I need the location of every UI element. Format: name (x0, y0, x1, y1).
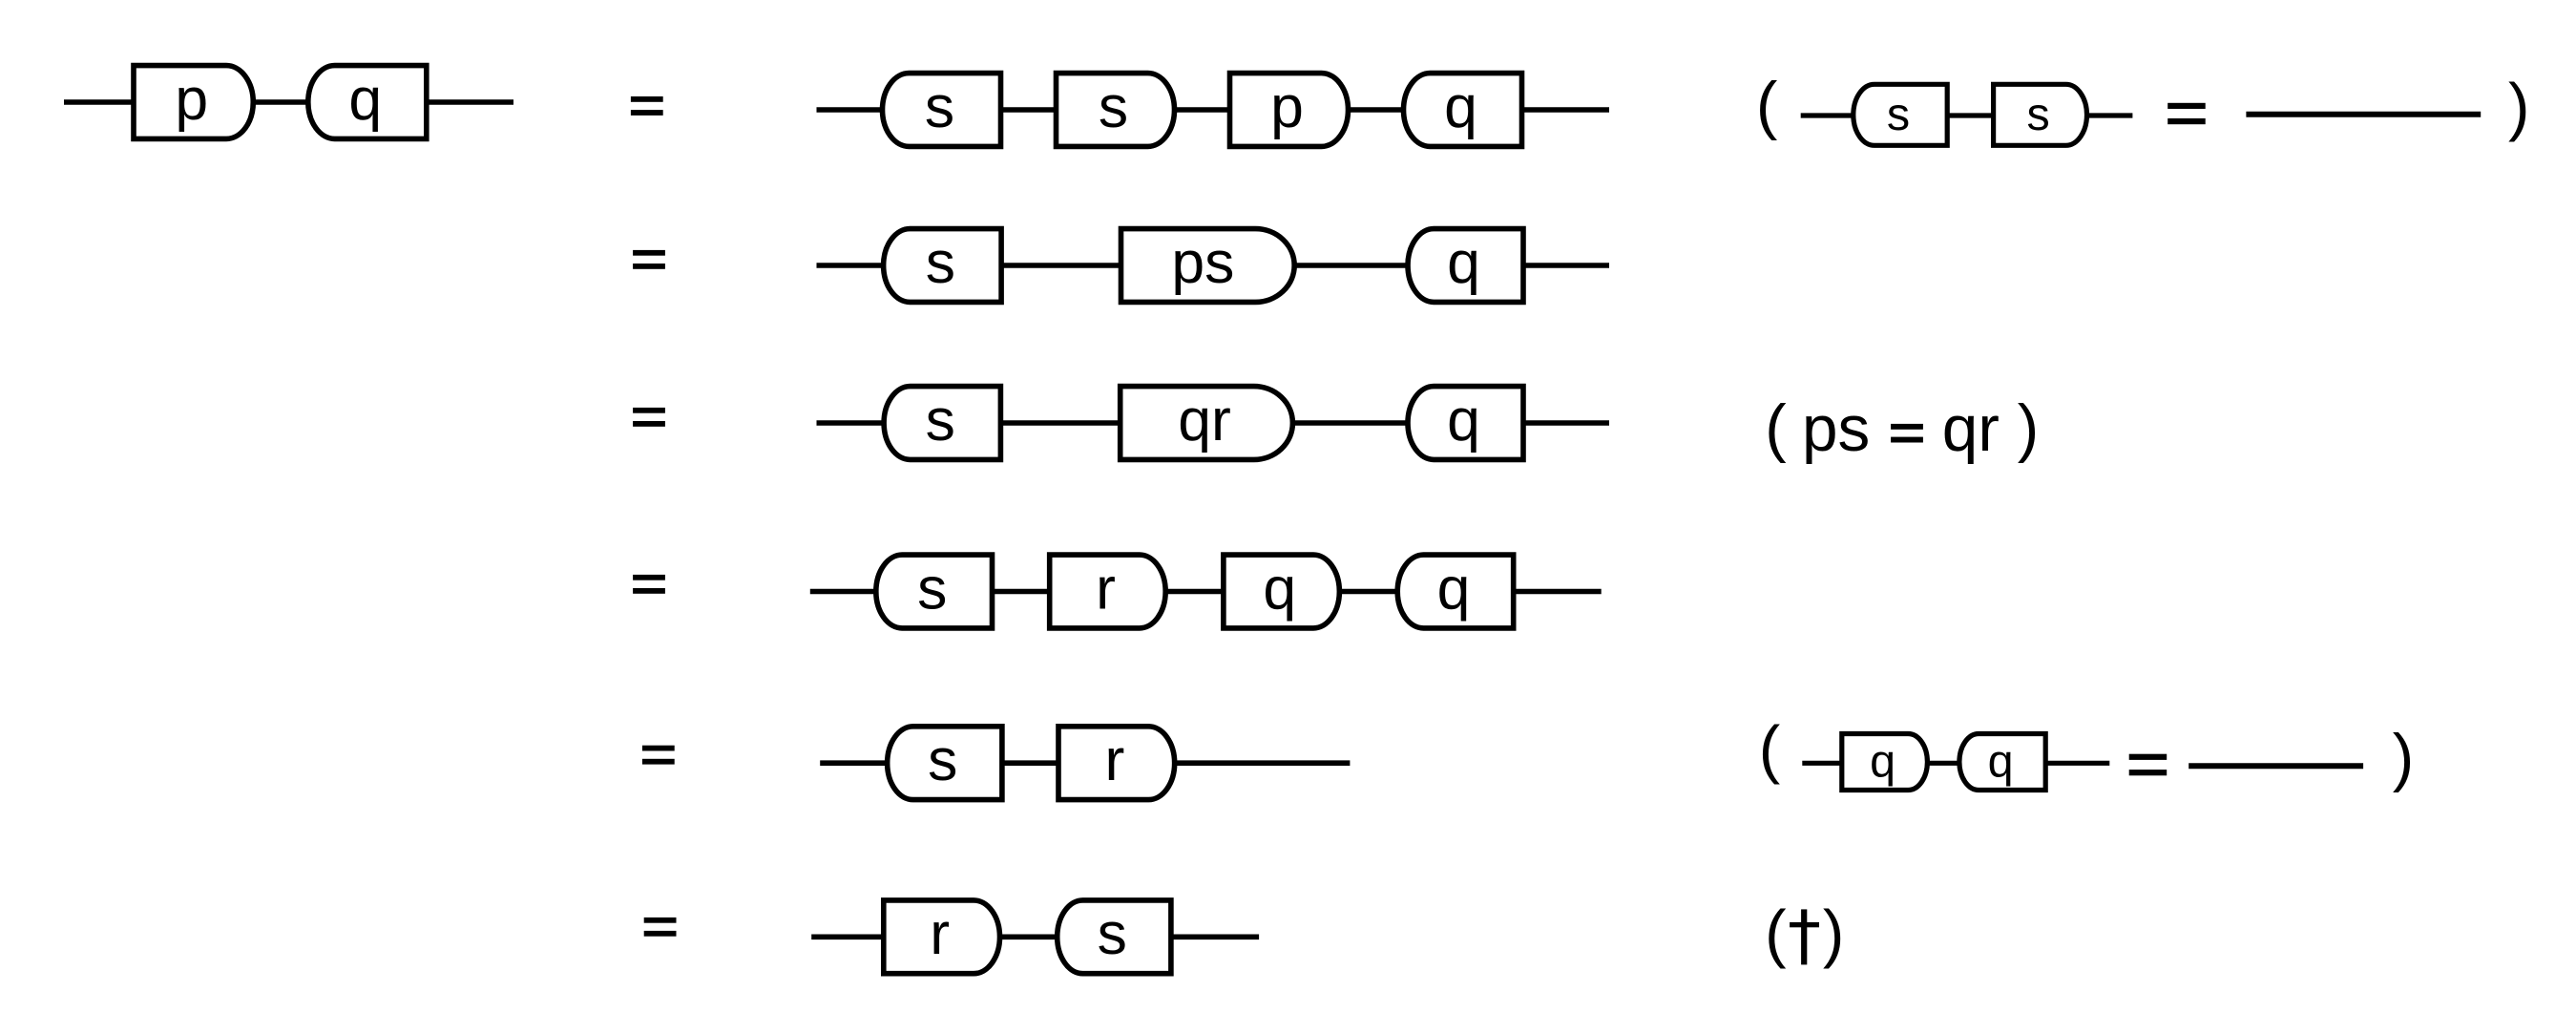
svg-text:q: q (1447, 387, 1480, 454)
svg-text:s: s (1099, 74, 1128, 140)
svg-text:(: ( (1765, 898, 1787, 970)
svg-text:s: s (928, 727, 957, 793)
svg-text:s: s (925, 74, 954, 140)
svg-text:qr: qr (1178, 387, 1231, 454)
svg-text:(: ( (1756, 70, 1778, 141)
svg-text:): ) (2018, 392, 2039, 464)
svg-text:q: q (1437, 555, 1471, 622)
svg-text:p: p (175, 66, 208, 133)
svg-text:s: s (2026, 89, 2049, 140)
svg-text:(: ( (1759, 714, 1781, 786)
svg-text:s: s (1887, 89, 1910, 140)
svg-text:s: s (926, 229, 955, 296)
svg-text:(: ( (1765, 392, 1787, 464)
svg-text:ps: ps (1802, 393, 1870, 465)
svg-text:q: q (1870, 736, 1895, 788)
svg-text:): ) (2393, 722, 2414, 793)
svg-text:q: q (1444, 74, 1477, 140)
svg-text:): ) (1823, 898, 1844, 970)
svg-text:s: s (926, 387, 955, 454)
svg-text:qr: qr (1942, 393, 2000, 465)
svg-text:s: s (1098, 900, 1127, 967)
svg-text:): ) (2508, 71, 2529, 142)
svg-text:q: q (1447, 229, 1480, 296)
svg-text:q: q (1988, 736, 2014, 788)
svg-text:r: r (1104, 727, 1124, 793)
svg-text:p: p (1270, 74, 1304, 140)
svg-text:q: q (348, 66, 382, 133)
svg-text:r: r (930, 900, 950, 967)
svg-text:ps: ps (1171, 229, 1234, 296)
svg-text:q: q (1263, 555, 1296, 622)
svg-text:s: s (917, 555, 947, 622)
svg-text:r: r (1096, 555, 1116, 622)
